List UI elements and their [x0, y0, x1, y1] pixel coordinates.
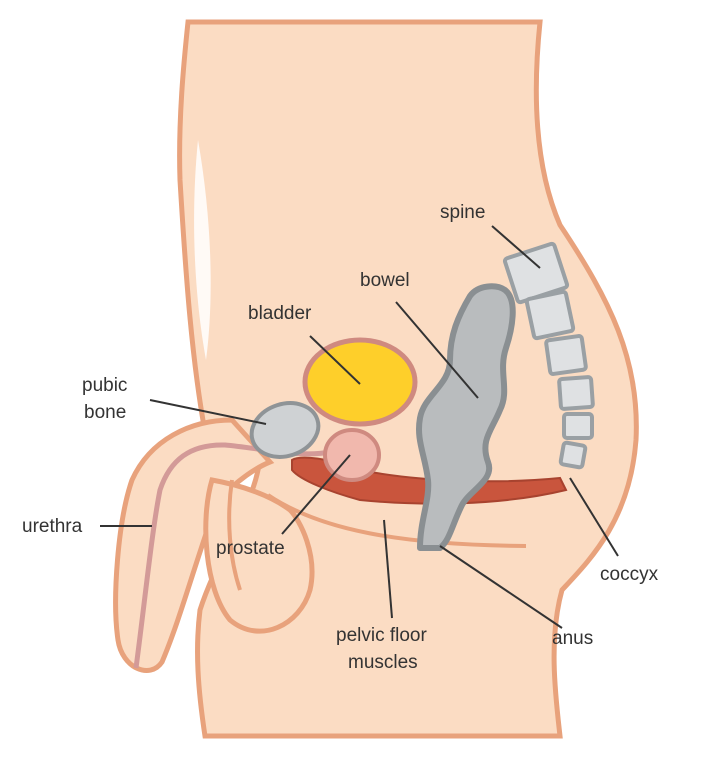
leader-pubic-bone [149, 399, 267, 425]
label-spine: spine [440, 202, 485, 223]
leader-bowel [395, 301, 479, 399]
scrotum-inner-line [227, 479, 242, 591]
label-bladder: bladder [248, 303, 312, 324]
spine-vertebrae [502, 241, 595, 470]
leader-coccyx [569, 477, 619, 557]
label-bowel: bowel [360, 270, 410, 291]
leader-prostate [281, 454, 351, 535]
leader-spine [491, 225, 541, 269]
label-pubic-bone-1: pubic [82, 375, 127, 396]
label-coccyx: coccyx [600, 564, 659, 585]
label-pubic-bone-2: bone [84, 402, 126, 423]
bowel [416, 283, 516, 551]
label-pelvic-floor-2: muscles [348, 652, 418, 673]
label-anus: anus [552, 628, 593, 649]
leader-pelvic-floor [383, 519, 393, 619]
leader-lines [100, 225, 619, 629]
label-urethra: urethra [22, 516, 83, 537]
bladder [302, 337, 418, 427]
prostate [323, 428, 381, 482]
abdomen-highlight [194, 140, 211, 360]
label-prostate: prostate [216, 538, 285, 559]
pubic-bone [249, 401, 321, 459]
label-pelvic-floor-1: pelvic floor [336, 625, 427, 646]
leader-bladder [309, 335, 361, 385]
leader-anus [439, 545, 563, 629]
perineum-line [266, 493, 527, 548]
